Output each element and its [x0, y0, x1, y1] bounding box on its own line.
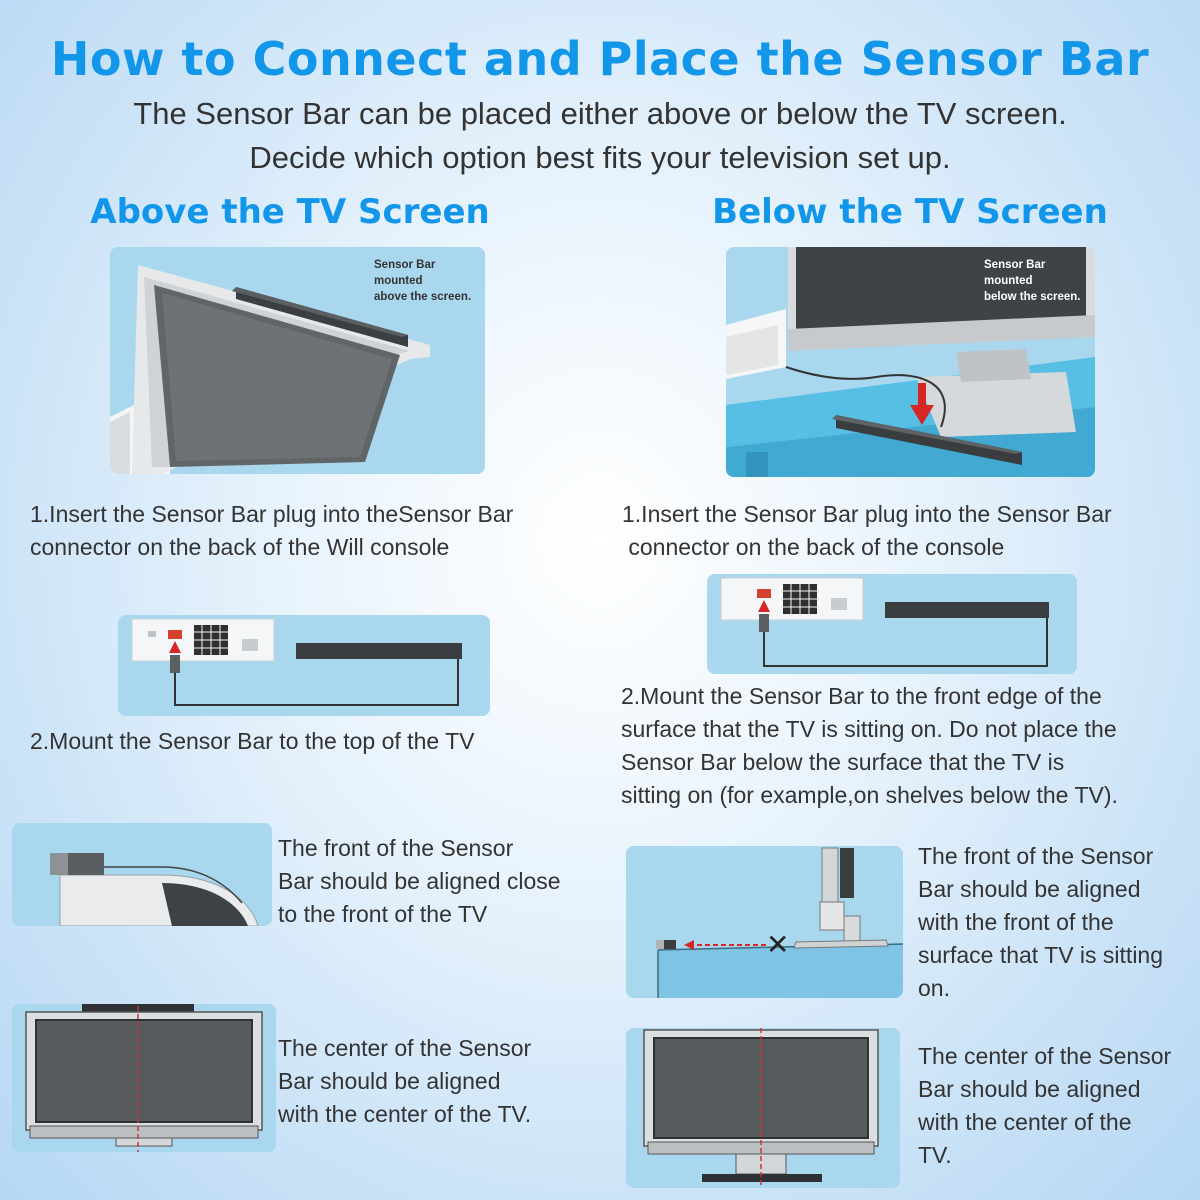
svg-text:✕: ✕ [766, 928, 789, 961]
right-note-front-line-5: on. [918, 975, 950, 1001]
page-title: How to Connect and Place the Sensor Bar [50, 32, 1150, 86]
page-subtitle: The Sensor Bar can be placed either abov… [0, 92, 1200, 180]
right-note-center: The center of the Sensor Bar should be a… [918, 1040, 1198, 1172]
right-step-1-line-2: connector on the back of the console [622, 534, 1005, 560]
right-note-front-line-4: surface that TV is sitting [918, 942, 1164, 968]
left-step-1-line-2: connector on the back of the Will consol… [30, 534, 450, 560]
right-step-1: 1.Insert the Sensor Bar plug into the Se… [622, 498, 1192, 564]
left-note-front-line-3: to the front of the TV [278, 901, 488, 927]
left-note-center: The center of the Sensor Bar should be a… [278, 1032, 598, 1131]
below-caption-line-2: below the screen. [984, 291, 1081, 303]
left-note-front-line-1: The front of the Sensor [278, 835, 514, 861]
below-caption-line-1: Sensor Bar mounted [984, 259, 1046, 287]
right-note-front: The front of the Sensor Bar should be al… [918, 840, 1198, 1005]
right-step-2-line-1: 2.Mount the Sensor Bar to the front edge… [621, 683, 1102, 709]
right-note-center-line-2: Bar should be aligned [918, 1076, 1141, 1102]
right-note-front-line-1: The front of the Sensor [918, 843, 1154, 869]
right-center-alignment-diagram [626, 1028, 900, 1188]
subtitle-line-1: The Sensor Bar can be placed either abov… [133, 96, 1067, 131]
left-step-1: 1.Insert the Sensor Bar plug into theSen… [30, 498, 590, 564]
right-note-center-line-4: TV. [918, 1142, 952, 1168]
above-caption-line-1: Sensor Bar mounted [374, 259, 436, 287]
below-tv-heading: Below the TV Screen [712, 192, 1108, 232]
right-connection-diagram [707, 574, 1077, 674]
left-note-center-line-2: Bar should be aligned [278, 1068, 501, 1094]
left-note-center-line-1: The center of the Sensor [278, 1035, 532, 1061]
left-front-alignment-diagram [12, 823, 272, 926]
left-step-1-line-1: 1.Insert the Sensor Bar plug into theSen… [30, 501, 514, 527]
above-caption-line-2: above the screen. [374, 291, 472, 303]
right-step-1-line-1: 1.Insert the Sensor Bar plug into the Se… [622, 501, 1112, 527]
subtitle-line-2: Decide which option best fits your telev… [249, 140, 951, 175]
right-front-alignment-diagram: ✕ [626, 846, 903, 998]
above-tv-heading: Above the TV Screen [90, 192, 490, 232]
left-note-front: The front of the Sensor Bar should be al… [278, 832, 608, 931]
above-photo-caption: Sensor Bar mounted above the screen. [374, 257, 485, 305]
right-note-front-line-3: with the front of the [918, 909, 1114, 935]
right-step-2-line-2: surface that the TV is sitting on. Do no… [621, 716, 1117, 742]
above-screen-photo: Sensor Bar mounted above the screen. [110, 247, 485, 474]
left-center-alignment-diagram [12, 1004, 276, 1152]
below-photo-caption: Sensor Bar mounted below the screen. [984, 257, 1095, 305]
right-note-front-line-2: Bar should be aligned [918, 876, 1141, 902]
left-note-front-line-2: Bar should be aligned close [278, 868, 561, 894]
right-step-2: 2.Mount the Sensor Bar to the front edge… [621, 680, 1191, 812]
right-note-center-line-3: with the center of the [918, 1109, 1132, 1135]
right-note-center-line-1: The center of the Sensor [918, 1043, 1172, 1069]
left-connection-diagram [118, 615, 490, 716]
left-step-2: 2.Mount the Sensor Bar to the top of the… [30, 728, 475, 754]
left-note-center-line-3: with the center of the TV. [278, 1101, 532, 1127]
right-step-2-line-3: Sensor Bar below the surface that the TV… [621, 749, 1065, 775]
below-screen-photo: Sensor Bar mounted below the screen. [726, 247, 1095, 477]
right-step-2-line-4: sitting on (for example,on shelves below… [621, 782, 1118, 808]
